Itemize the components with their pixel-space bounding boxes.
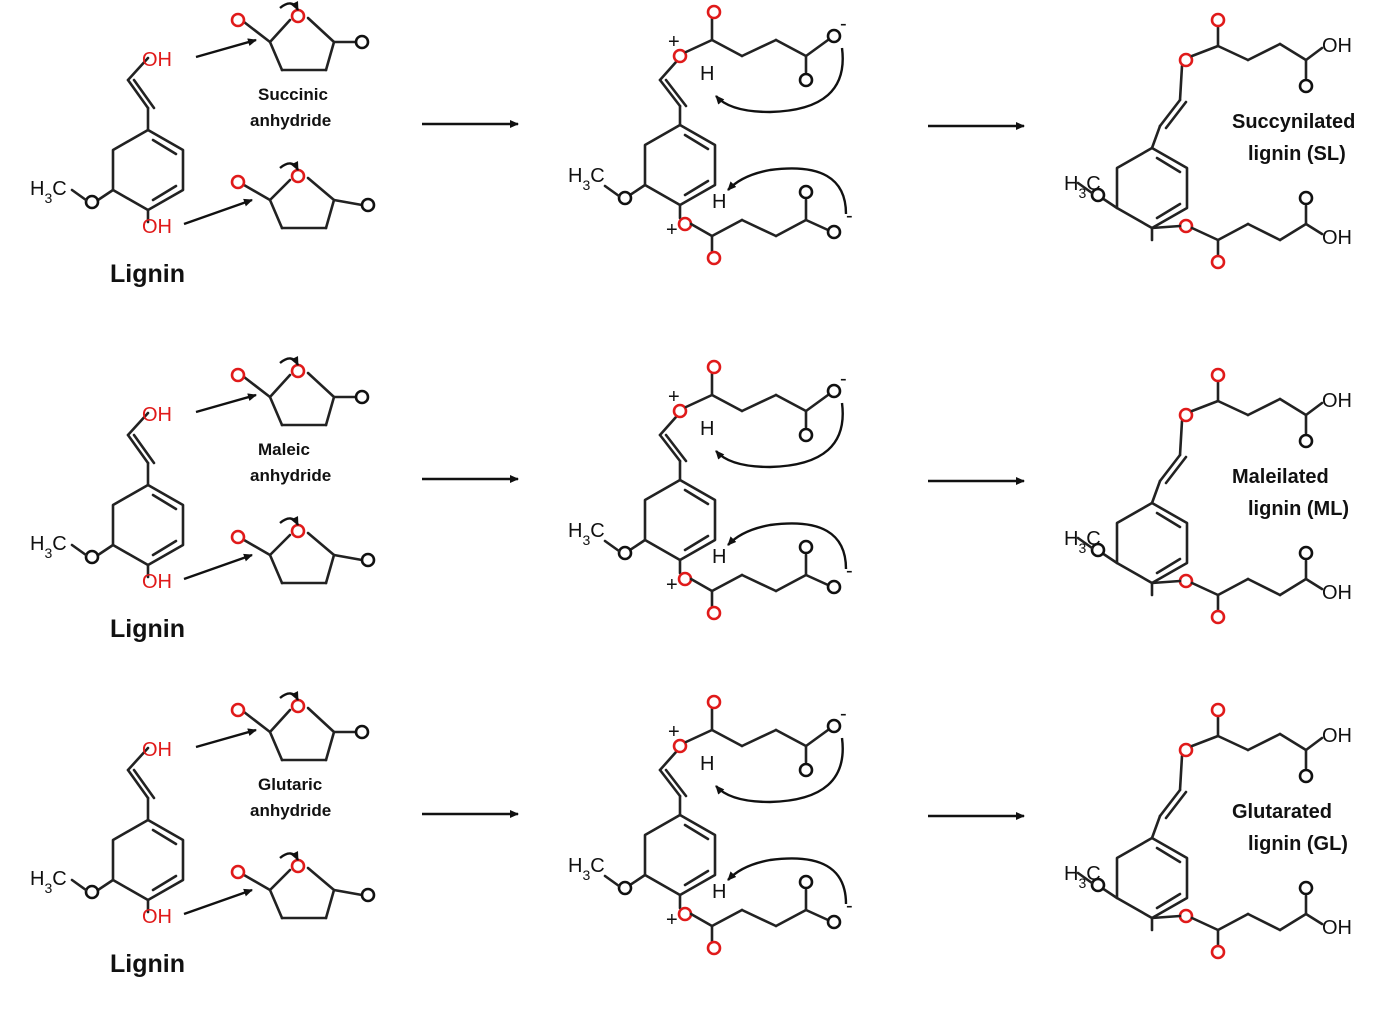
anhydride-top <box>230 1 370 72</box>
prod2-label: lignin (SL) <box>1248 143 1346 165</box>
p_oh1-label: OH <box>1322 725 1352 747</box>
product: OH H3C OH Maleilated <box>1064 367 1352 625</box>
svg-text:H3C: H3C <box>568 520 605 548</box>
svg-text:H3C: H3C <box>568 165 605 193</box>
minus2-label: - <box>846 895 853 917</box>
anh2-label: anhydride <box>250 466 331 485</box>
prod1-label: Maleilated <box>1232 466 1329 488</box>
minus2-label: - <box>846 205 853 227</box>
lignin-reactant: H3C OH OH Lignin <box>30 739 185 978</box>
lignin-label: Lignin <box>110 260 185 288</box>
plus2-label: + <box>666 574 678 596</box>
product: OH H3C OH Glutarated <box>1064 702 1352 960</box>
prod1-label: Succynilated <box>1232 111 1355 133</box>
p_oh1-label: OH <box>1322 390 1352 412</box>
prod2-label: lignin (GL) <box>1248 833 1348 855</box>
minus2-label: - <box>846 560 853 582</box>
lignin-reactant: H3C OH OH Lignin <box>30 404 185 643</box>
h2-label: H <box>712 191 726 213</box>
prod1-label: Glutarated <box>1232 801 1332 823</box>
minus1-label: - <box>840 703 847 725</box>
svg-text:H3C: H3C <box>30 533 67 561</box>
reaction-row-1: H3C OH OH Lignin Succinic anhydride <box>30 1 1355 288</box>
plus2-label: + <box>666 219 678 241</box>
p_oh2-label: OH <box>1322 582 1352 604</box>
reaction-rows: H3C OH OH Lignin Succinic anhydride <box>30 1 1355 978</box>
lignin-label: Lignin <box>110 615 185 643</box>
p_oh2-label: OH <box>1322 917 1352 939</box>
oh2-label: OH <box>142 216 172 238</box>
anh2-label: anhydride <box>250 111 331 130</box>
oh1-label: OH <box>142 739 172 761</box>
h1-label: H <box>700 418 714 440</box>
h1-label: H <box>700 63 714 85</box>
anh2-label: anhydride <box>250 801 331 820</box>
plus2-label: + <box>666 909 678 931</box>
prod2-label: lignin (ML) <box>1248 498 1349 520</box>
oh2-label: OH <box>142 571 172 593</box>
plus1-label: + <box>668 31 680 53</box>
p_oh2-label: OH <box>1322 227 1352 249</box>
minus1-label: - <box>840 368 847 390</box>
reaction-row-3: H3C OH OH Lignin Glutaric anhydride <box>30 691 1352 978</box>
h1-label: H <box>700 753 714 775</box>
intermediate: - + H H3C - + <box>568 4 853 266</box>
product: OH H3C OH Succynilat <box>1064 12 1355 270</box>
lignin-reactant: H3C OH OH Lignin <box>30 49 185 288</box>
svg-text:H3C: H3C <box>30 178 67 206</box>
reaction-row-2: H3C OH OH Lignin Maleic anhydride <box>30 356 1352 643</box>
intermediate: - + H H3C - + <box>568 359 853 621</box>
p_oh1-label: OH <box>1322 35 1352 57</box>
h2-label: H <box>712 546 726 568</box>
anhydride-bottom <box>230 851 376 920</box>
lignin-label: Lignin <box>110 950 185 978</box>
intermediate: - + H H3C - + <box>568 694 853 956</box>
anhydride-bottom <box>230 516 376 585</box>
anhydride-top <box>230 691 370 762</box>
anh1-label: Succinic <box>258 85 328 104</box>
oh2-label: OH <box>142 906 172 928</box>
anhydride-bottom <box>230 161 376 230</box>
oh1-label: OH <box>142 49 172 71</box>
minus1-label: - <box>840 13 847 35</box>
oh1-label: OH <box>142 404 172 426</box>
svg-text:H3C: H3C <box>568 855 605 883</box>
anh1-label: Glutaric <box>258 775 322 794</box>
plus1-label: + <box>668 386 680 408</box>
svg-text:H3C: H3C <box>30 868 67 896</box>
h2-label: H <box>712 881 726 903</box>
anhydride-top <box>230 356 370 427</box>
plus1-label: + <box>668 721 680 743</box>
anh1-label: Maleic <box>258 440 310 459</box>
